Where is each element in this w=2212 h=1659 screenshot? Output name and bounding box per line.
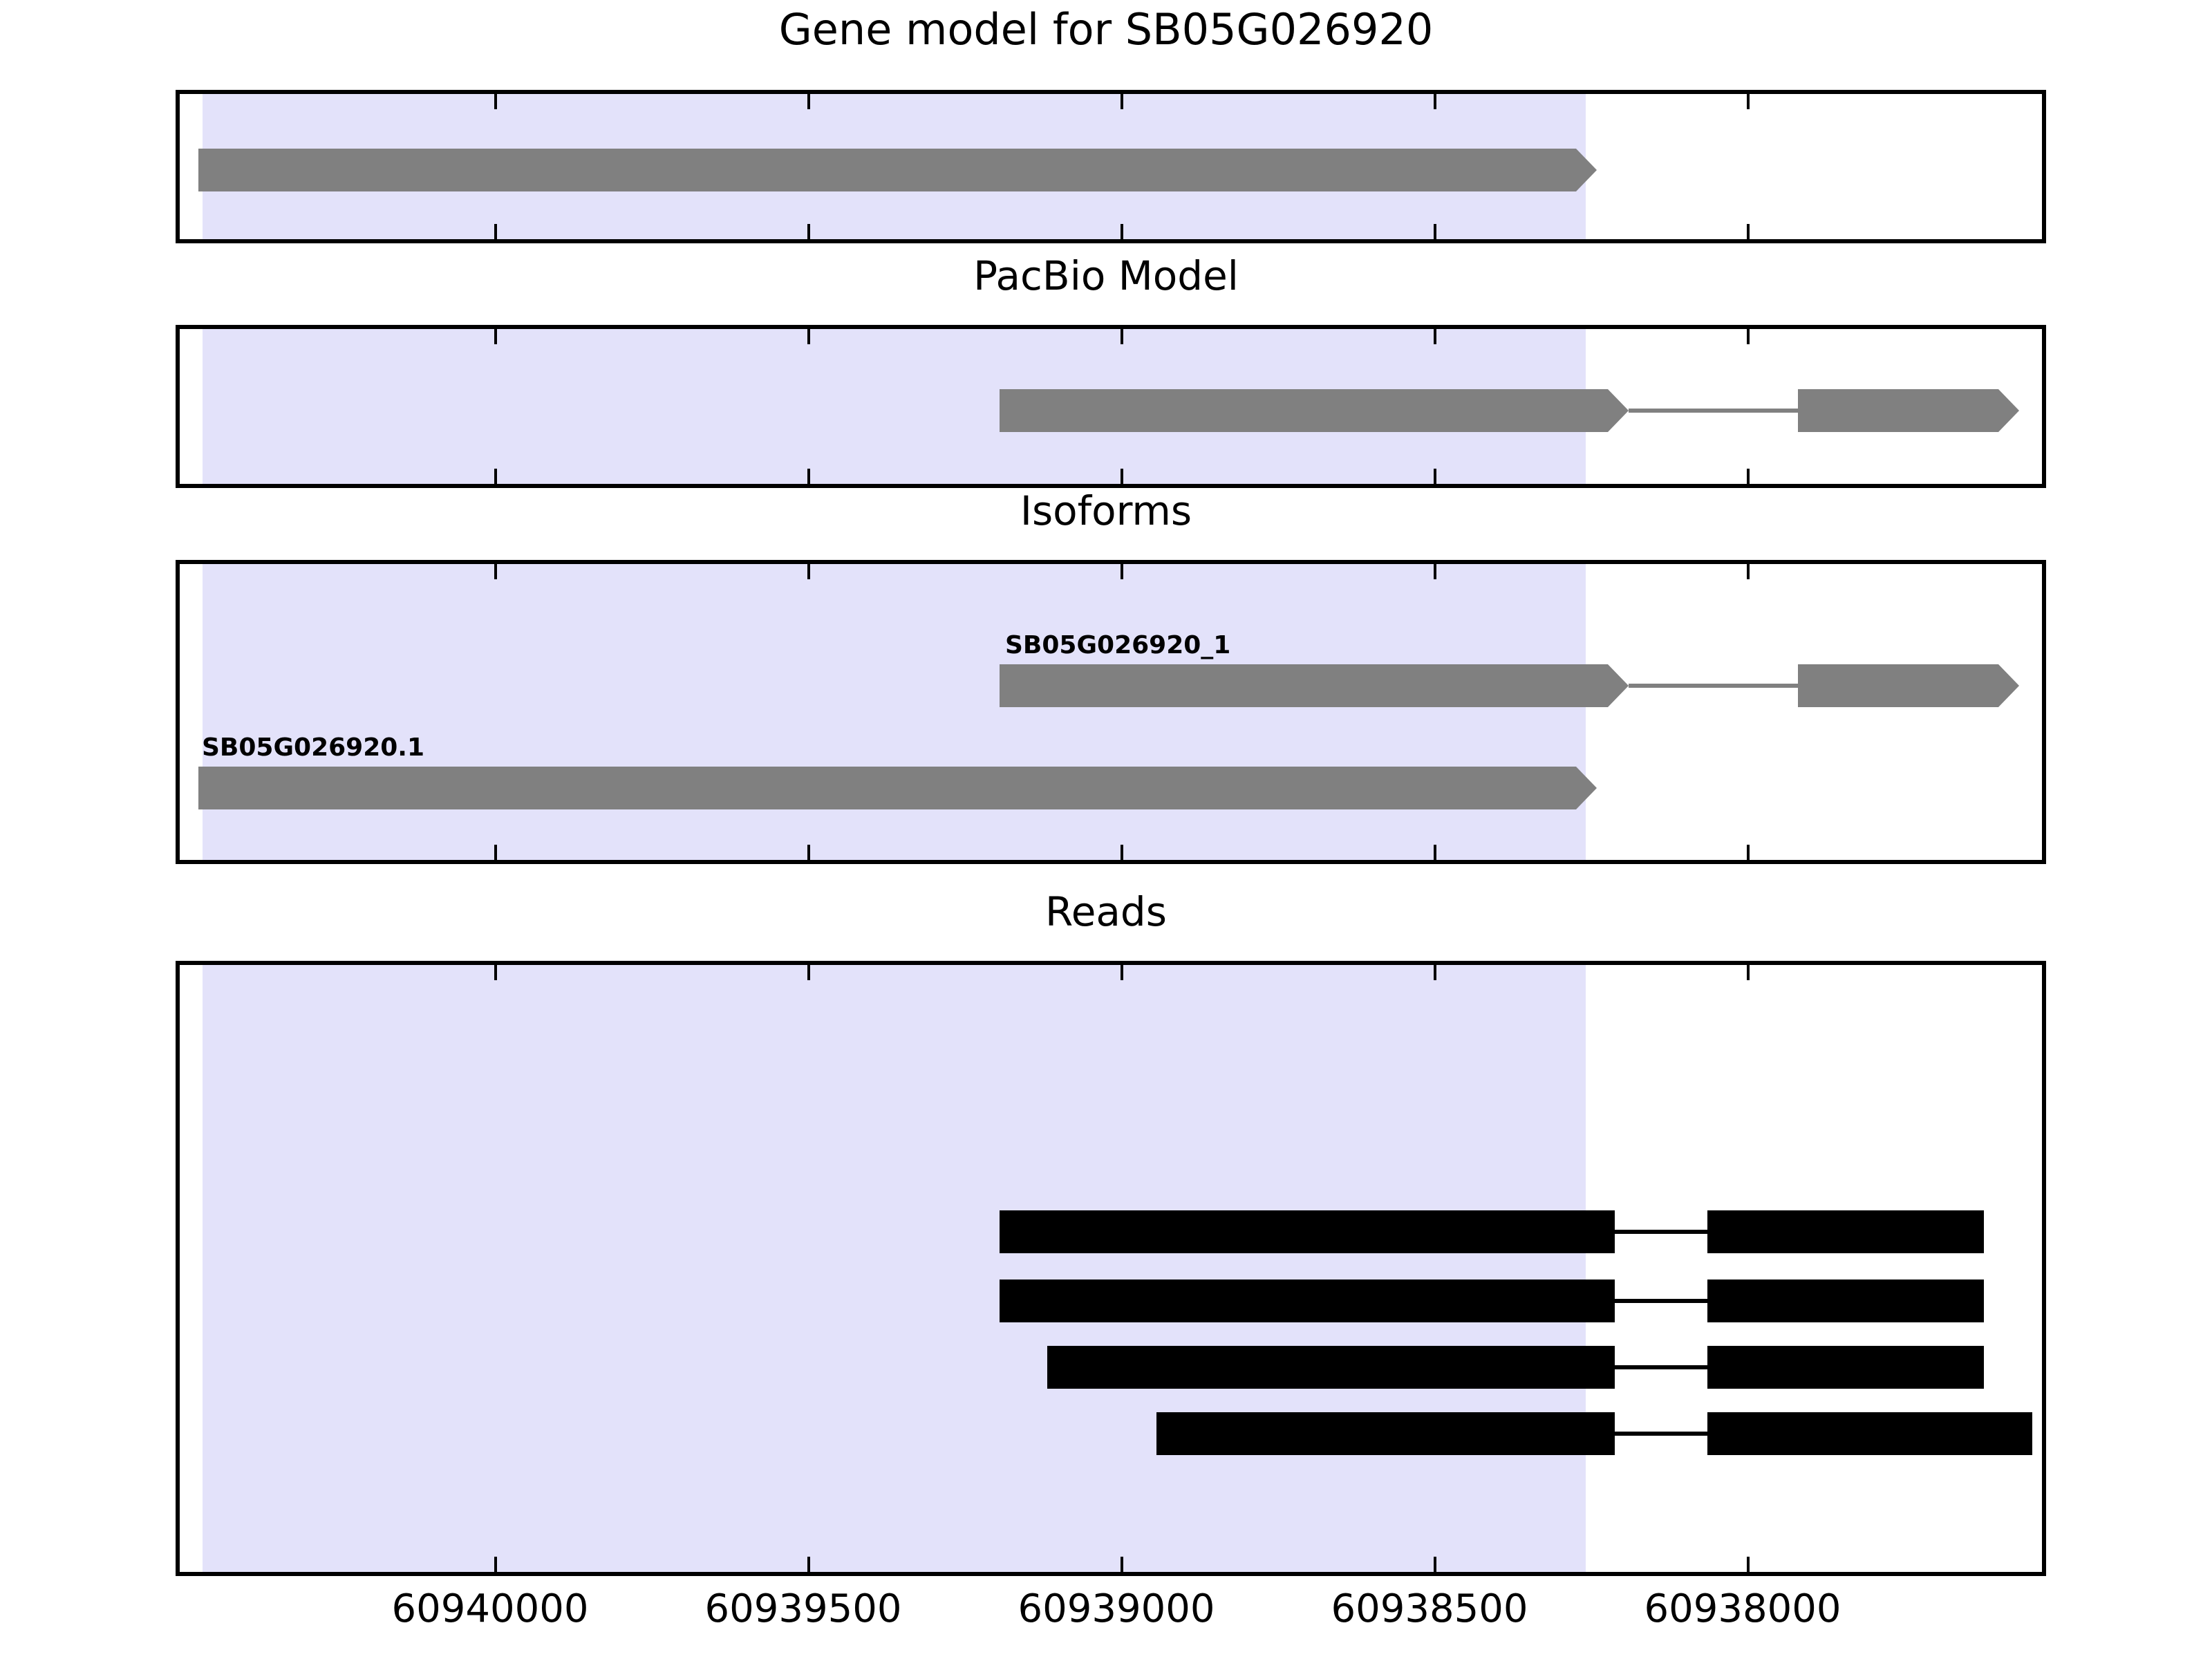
tick-top-4 xyxy=(1434,564,1436,579)
tick-top-5 xyxy=(1747,329,1750,344)
gene-model-transcript[interactable] xyxy=(180,149,1597,191)
isoform-label-1: SB05G026920_1 xyxy=(1005,631,1231,659)
panel-pacbio-model xyxy=(176,325,2046,488)
tick-bottom-5 xyxy=(1747,1557,1750,1572)
read-3[interactable] xyxy=(180,1346,2042,1389)
intron-line xyxy=(1615,1365,1707,1369)
strand-arrow-icon-2 xyxy=(1998,389,2019,432)
strand-arrow-icon-1 xyxy=(1608,389,1629,432)
panel-reads xyxy=(176,961,2046,1576)
panel-title-isoforms: Isoforms xyxy=(1020,487,1192,534)
isoform-transcript-2[interactable] xyxy=(180,767,1631,809)
tick-top-5 xyxy=(1747,94,1750,109)
tick-bottom-3 xyxy=(1121,224,1123,239)
exon-2 xyxy=(1798,664,1998,707)
tick-bottom-5 xyxy=(1747,845,1750,860)
tick-bottom-3 xyxy=(1121,469,1123,484)
shaded-region xyxy=(203,965,1586,1572)
exon-1 xyxy=(1000,1210,1615,1253)
tick-bottom-5 xyxy=(1747,469,1750,484)
tick-bottom-2 xyxy=(807,1557,810,1572)
xtick-label-2: 60939500 xyxy=(704,1586,902,1631)
intron-line xyxy=(1615,1299,1707,1303)
tick-top-3 xyxy=(1121,965,1123,980)
tick-top-1 xyxy=(494,329,497,344)
isoform-transcript-1[interactable] xyxy=(180,664,2042,707)
exon-1 xyxy=(1047,1346,1615,1389)
tick-bottom-4 xyxy=(1434,469,1436,484)
exon-1 xyxy=(1000,389,1608,432)
xtick-label-1: 60940000 xyxy=(391,1586,589,1631)
exon-2 xyxy=(1798,389,1998,432)
intron-line xyxy=(1629,409,1798,413)
tick-top-1 xyxy=(494,564,497,579)
tick-top-3 xyxy=(1121,329,1123,344)
tick-top-4 xyxy=(1434,94,1436,109)
tick-bottom-3 xyxy=(1121,1557,1123,1572)
xtick-label-5: 60938000 xyxy=(1644,1586,1841,1631)
tick-bottom-5 xyxy=(1747,224,1750,239)
tick-bottom-4 xyxy=(1434,224,1436,239)
tick-bottom-2 xyxy=(807,845,810,860)
tick-top-5 xyxy=(1747,564,1750,579)
panel-gene-model xyxy=(176,90,2046,243)
xtick-label-3: 60939000 xyxy=(1018,1586,1215,1631)
read-2[interactable] xyxy=(180,1280,2042,1322)
intron-line xyxy=(1615,1230,1707,1234)
exon-2 xyxy=(1707,1210,1984,1253)
tick-top-2 xyxy=(807,94,810,109)
panel-title-reads: Reads xyxy=(1045,888,1167,935)
page-title: Gene model for SB05G026920 xyxy=(778,4,1434,55)
exon-2 xyxy=(1707,1412,2032,1455)
tick-top-3 xyxy=(1121,564,1123,579)
tick-top-1 xyxy=(494,965,497,980)
strand-arrow-icon xyxy=(1576,149,1597,191)
strand-arrow-icon-1 xyxy=(1608,664,1629,707)
tick-bottom-2 xyxy=(807,469,810,484)
intron-line xyxy=(1615,1432,1707,1436)
exon-1 xyxy=(1000,1280,1615,1322)
panel-title-pacbio: PacBio Model xyxy=(973,252,1239,299)
tick-top-1 xyxy=(494,94,497,109)
exon xyxy=(198,149,1576,191)
pacbio-model-transcript[interactable] xyxy=(180,389,2042,432)
tick-bottom-1 xyxy=(494,845,497,860)
tick-top-3 xyxy=(1121,94,1123,109)
exon-1 xyxy=(198,767,1576,809)
strand-arrow-icon-2 xyxy=(1998,664,2019,707)
exon-1 xyxy=(1000,664,1608,707)
tick-bottom-1 xyxy=(494,1557,497,1572)
tick-top-2 xyxy=(807,329,810,344)
xtick-label-4: 60938500 xyxy=(1331,1586,1528,1631)
read-4[interactable] xyxy=(180,1412,2042,1455)
tick-bottom-3 xyxy=(1121,845,1123,860)
tick-bottom-2 xyxy=(807,224,810,239)
read-1[interactable] xyxy=(180,1210,2042,1253)
tick-bottom-1 xyxy=(494,469,497,484)
tick-top-5 xyxy=(1747,965,1750,980)
tick-top-2 xyxy=(807,965,810,980)
tick-top-2 xyxy=(807,564,810,579)
intron-line xyxy=(1629,684,1798,688)
exon-1 xyxy=(1156,1412,1615,1455)
shaded-region xyxy=(203,564,1586,860)
tick-top-4 xyxy=(1434,965,1436,980)
tick-top-4 xyxy=(1434,329,1436,344)
tick-bottom-4 xyxy=(1434,1557,1436,1572)
exon-2 xyxy=(1707,1280,1984,1322)
tick-bottom-1 xyxy=(494,224,497,239)
exon-2 xyxy=(1707,1346,1984,1389)
panel-isoforms: SB05G026920_1 SB05G026920.1 xyxy=(176,560,2046,864)
tick-bottom-4 xyxy=(1434,845,1436,860)
strand-arrow-icon xyxy=(1576,767,1597,809)
isoform-label-2: SB05G026920.1 xyxy=(202,733,425,762)
